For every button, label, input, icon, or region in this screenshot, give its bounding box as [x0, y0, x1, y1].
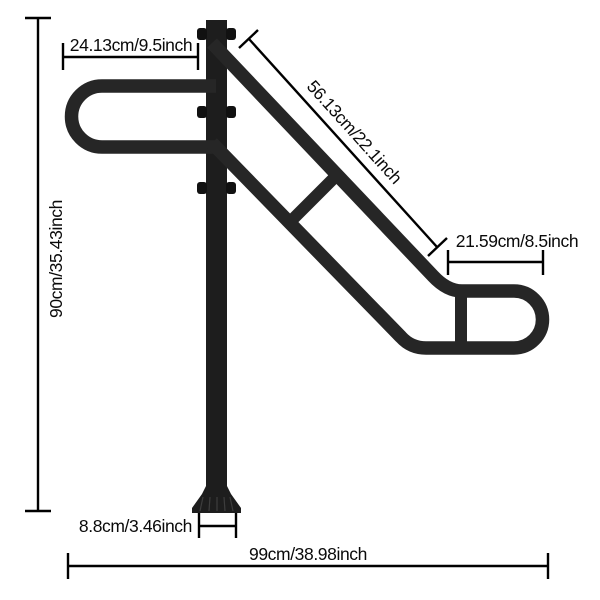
dim-base-width: 8.8cm/3.46inch [79, 513, 238, 538]
left-end-loop [64, 79, 216, 154]
dim-end-section-width: 21.59cm/8.5inch [446, 231, 579, 275]
bolt [197, 182, 207, 194]
dim-tick [427, 237, 448, 257]
end-section-width-label: 21.59cm/8.5inch [456, 231, 578, 251]
flange-rib [223, 496, 226, 512]
dim-tick [238, 29, 259, 49]
flange-rib [229, 496, 234, 512]
dim-slope-length: 56.13cm/22.1inch [238, 29, 448, 257]
base-flange-ribs [199, 496, 234, 512]
bolt [226, 106, 236, 118]
mid-brace [285, 169, 343, 227]
total-height-label: 90cm/35.43inch [46, 200, 66, 318]
mounting-bolts [197, 28, 236, 194]
base-width-label: 8.8cm/3.46inch [79, 516, 192, 536]
dim-total-height: 90cm/35.43inch [25, 16, 66, 513]
bolt [226, 28, 236, 40]
dim-line [248, 38, 438, 248]
handrail-tube [207, 38, 550, 355]
loop-width-label: 24.13cm/9.5inch [70, 35, 192, 55]
flange-rib [208, 496, 211, 512]
dim-loop-width: 24.13cm/9.5inch [61, 35, 200, 70]
post [206, 20, 227, 490]
bolt [226, 182, 236, 194]
bolt [197, 28, 207, 40]
bolt [197, 106, 207, 118]
flange-rib [199, 496, 204, 512]
slope-length-label: 56.13cm/22.1inch [303, 76, 406, 187]
total-width-label: 99cm/38.98inch [249, 544, 367, 564]
dim-total-width: 99cm/38.98inch [66, 544, 550, 579]
